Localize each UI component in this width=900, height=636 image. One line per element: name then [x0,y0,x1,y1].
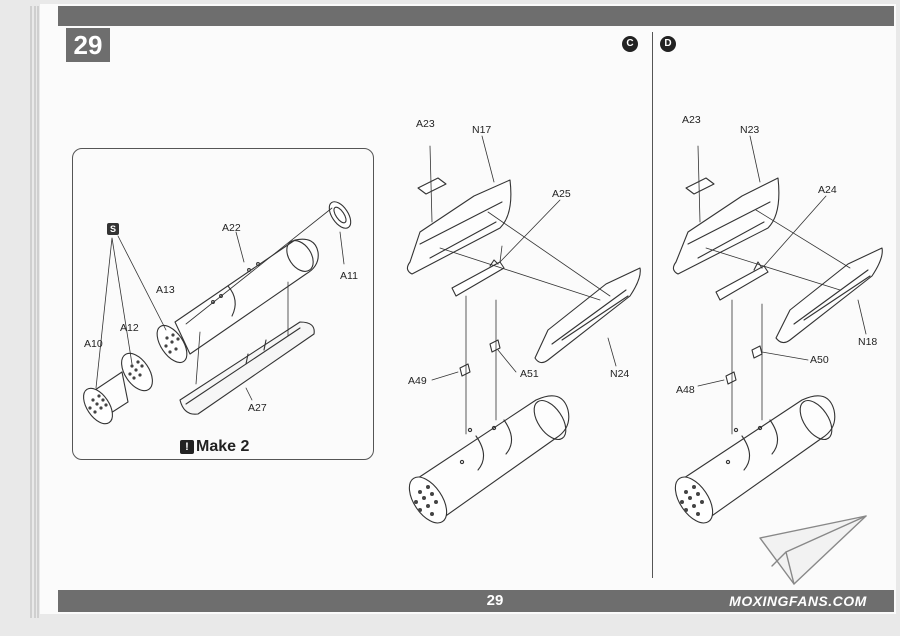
part-label-a13: A13 [156,284,175,296]
page-stack-edge [30,6,32,618]
part-label-a12: A12 [120,322,139,334]
part-label-a22: A22 [222,222,241,234]
subassembly-frame [72,148,374,460]
watermark-plane-icon [760,516,866,584]
watermark-text: MOXINGFANS.COM [729,593,867,609]
step-number: 29 [66,28,110,62]
page-number: 29 [486,592,504,609]
view-c-assembly [402,136,640,529]
view-c-badge: C [622,36,638,52]
footer-bar [58,590,894,612]
caution-icon: ! [180,440,194,454]
part-label-d-n18: N18 [858,336,878,348]
part-label-d-a48: A48 [676,384,695,396]
part-label-c-n24: N24 [610,368,630,380]
view-d-badge: D [660,36,676,52]
part-label-d-a23: A23 [682,114,701,126]
part-label-c-a25: A25 [552,188,571,200]
view-divider [652,32,653,578]
rocket-pod-exploded-view [78,198,355,429]
part-label-c-n17: N17 [472,124,492,136]
part-label-a11: A11 [340,270,358,282]
part-label-d-a24: A24 [818,184,837,196]
part-label-c-a23: A23 [416,118,435,130]
part-label-a27: A27 [248,402,267,414]
make-quantity-note: !Make 2 [180,438,249,456]
page-stack-edge [37,6,39,618]
view-d-assembly [668,136,882,529]
make-quantity-text: Make 2 [196,438,250,455]
part-label-a10: A10 [84,338,103,350]
part-label-c-a49: A49 [408,375,427,387]
instruction-page [40,4,896,614]
page-stack-edge [34,6,36,618]
header-bar [58,6,894,26]
part-label-d-a50: A50 [810,354,829,366]
part-label-c-a51: A51 [520,368,539,380]
part-label-d-n23: N23 [740,124,760,136]
cement-symbol-icon: S [107,223,119,235]
